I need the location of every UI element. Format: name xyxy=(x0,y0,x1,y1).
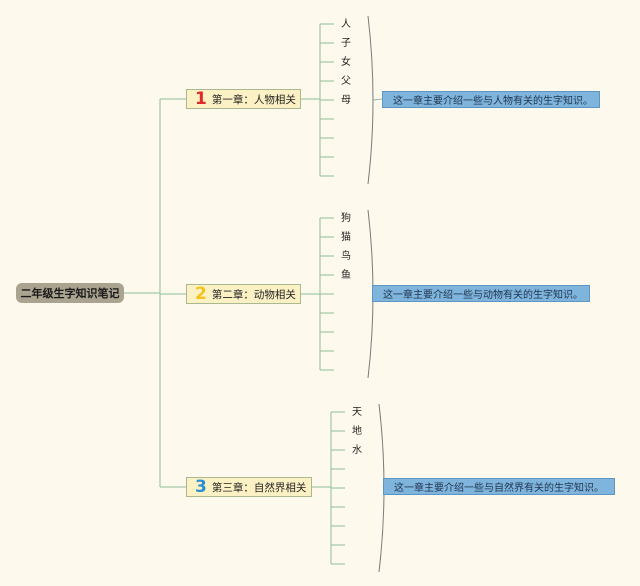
chapter-1-bracket xyxy=(367,15,374,185)
chapter-2-char-3[interactable]: 鸟 xyxy=(341,251,351,262)
chapter-1-note-connector xyxy=(372,98,383,101)
chapter-1-char-3[interactable]: 女 xyxy=(341,57,351,68)
chapter-2-char-1[interactable]: 狗 xyxy=(341,213,351,224)
chapter-1-char-2[interactable]: 子 xyxy=(341,38,351,49)
chapter-1-title: 第一章：人物相关 xyxy=(211,93,296,106)
chapter-2-title: 第二章：动物相关 xyxy=(211,288,296,301)
chapter-1-char-4[interactable]: 父 xyxy=(341,76,351,87)
chapter-2-topic[interactable]: 2 第二章：动物相关 xyxy=(186,284,301,304)
chapter-3-title: 第三章：自然界相关 xyxy=(211,481,307,494)
chapter-3-char-1[interactable]: 天 xyxy=(352,407,362,418)
root-topic[interactable]: 二年级生字知识笔记 xyxy=(16,283,124,303)
chapter-2-number: 2 xyxy=(195,283,207,304)
chapter-1-char-5[interactable]: 母 xyxy=(341,95,351,106)
chapter-1-summary[interactable]: 这一章主要介绍一些与人物有关的生字知识。 xyxy=(382,91,600,108)
chapter-3-summary[interactable]: 这一章主要介绍一些与自然界有关的生字知识。 xyxy=(383,478,615,495)
chapter-2-char-4[interactable]: 鱼 xyxy=(341,270,351,281)
chapter-3-char-3[interactable]: 水 xyxy=(352,445,362,456)
chapter-1-char-1[interactable]: 人 xyxy=(341,19,351,30)
chapter-1-number: 1 xyxy=(195,88,207,109)
chapter-1-topic[interactable]: 1 第一章：人物相关 xyxy=(186,89,301,109)
chapter-2-char-2[interactable]: 猫 xyxy=(341,232,351,243)
chapter-3-char-2[interactable]: 地 xyxy=(352,426,362,437)
chapter-3-topic[interactable]: 3 第三章：自然界相关 xyxy=(186,477,312,497)
chapter-2-summary[interactable]: 这一章主要介绍一些与动物有关的生字知识。 xyxy=(372,285,590,302)
chapter-3-number: 3 xyxy=(195,476,207,497)
